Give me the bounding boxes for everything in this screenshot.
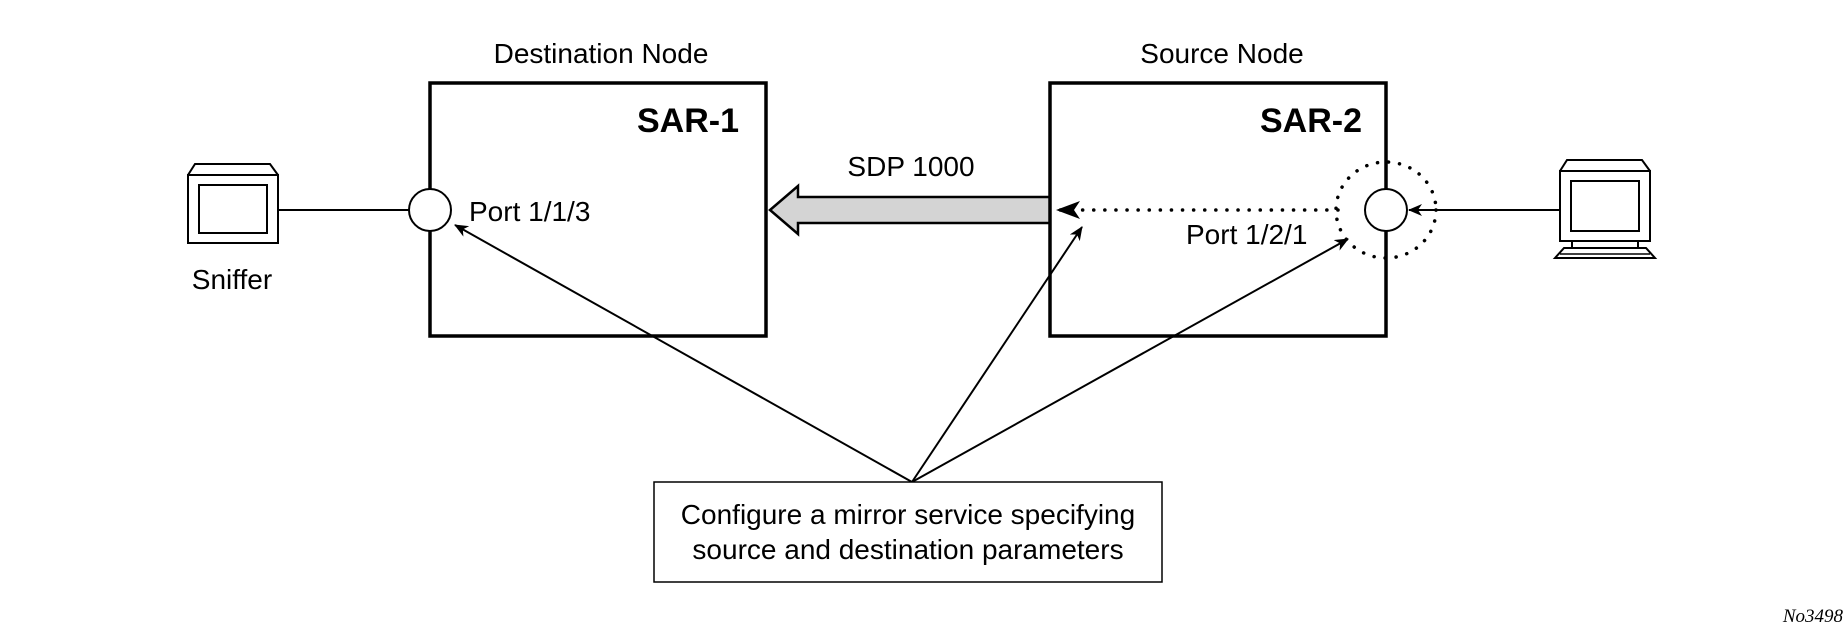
config-box: Configure a mirror service specifying so… <box>653 481 1163 583</box>
config-box-rect <box>653 481 1163 583</box>
config-arrow-to-port-1-1-3 <box>454 224 913 483</box>
mirror-arrowhead <box>1056 201 1080 219</box>
sniffer-computer: Sniffer <box>187 163 409 295</box>
config-arrow-to-port-1-2-1 <box>911 238 1349 483</box>
config-arrow-to-sdp <box>911 226 1083 483</box>
destination-node-caption: Destination Node <box>494 38 709 69</box>
destination-node: Destination Node SAR-1 Port 1/1/3 <box>408 38 768 338</box>
destination-node-name: SAR-1 <box>637 102 739 140</box>
port-1-2-1-label: Port 1/2/1 <box>1186 219 1307 250</box>
source-node-caption: Source Node <box>1140 38 1303 69</box>
config-box-line1: Configure a mirror service specifying <box>681 499 1135 530</box>
port-1-2-1-circle <box>1364 188 1408 232</box>
config-arrows <box>454 224 1349 483</box>
sniffer-monitor-top <box>187 163 279 176</box>
source-node: Source Node SAR-2 Port 1/2/1 <box>1048 38 1438 338</box>
source-computer <box>1408 159 1658 259</box>
source-screen <box>1570 180 1640 232</box>
source-monitor-top <box>1559 159 1651 172</box>
sniffer-label: Sniffer <box>192 264 272 295</box>
source-keyboard <box>1552 247 1658 259</box>
sniffer-screen <box>198 184 268 234</box>
sdp-arrow-shape <box>768 183 1052 237</box>
sdp-label: SDP 1000 <box>847 151 974 182</box>
source-node-name: SAR-2 <box>1260 102 1362 140</box>
sdp-tunnel: SDP 1000 <box>768 151 1052 237</box>
config-box-line2: source and destination parameters <box>692 534 1123 565</box>
figure-id: No3498 <box>1782 606 1844 627</box>
port-1-1-3-circle <box>408 188 452 232</box>
port-1-1-3-label: Port 1/1/3 <box>469 196 590 227</box>
source-base <box>1571 240 1639 249</box>
